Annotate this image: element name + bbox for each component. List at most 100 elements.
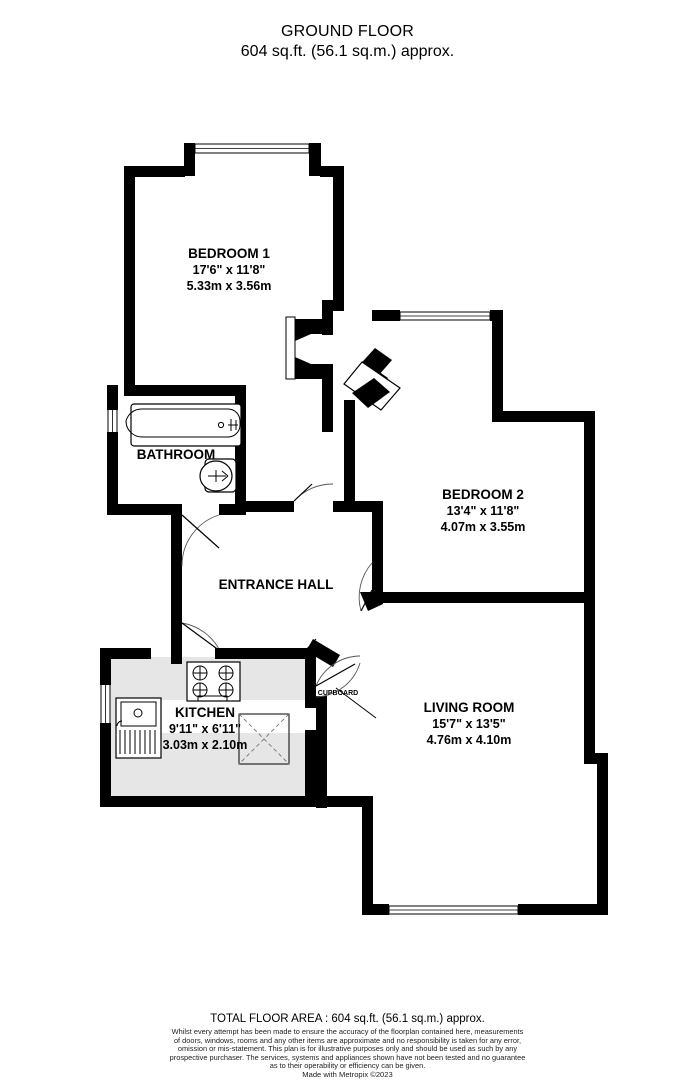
total-floor-area: TOTAL FLOOR AREA : 604 sq.ft. (56.1 sq.m… bbox=[210, 1013, 485, 1025]
wall-hall-top-left bbox=[246, 501, 294, 512]
wall-bed1-right-lower-c bbox=[322, 389, 333, 432]
wall-hall-right-upper bbox=[372, 501, 383, 598]
bathtub-inner bbox=[125, 408, 241, 438]
wall-living-left-lower bbox=[362, 796, 373, 915]
bathtub-outline bbox=[130, 403, 242, 447]
wall-living-bottom-left bbox=[362, 904, 389, 915]
label-living-room-metric: 4.76m x 4.10m bbox=[427, 733, 512, 747]
wall-kitchen-top-right bbox=[215, 648, 305, 659]
hob-burner-cross-icons bbox=[193, 666, 233, 697]
door-swing-hall-top bbox=[293, 483, 334, 502]
kitchen-sink-plug-icon bbox=[133, 708, 143, 718]
kitchen-draining-board-icon bbox=[119, 730, 156, 754]
wall-kitchen-left-b bbox=[100, 671, 111, 685]
door-swing-kitchen bbox=[181, 622, 221, 652]
wall-bath-left-top bbox=[107, 385, 118, 397]
door-swing-living-room bbox=[315, 662, 361, 698]
wall-living-right-upper bbox=[584, 592, 595, 764]
wall-bed1-bay-right bbox=[309, 155, 321, 176]
wall-bed1-bottom bbox=[124, 385, 246, 396]
label-bedroom2-imperial: 13'4" x 11'8" bbox=[447, 504, 520, 518]
wall-bath-bottom-right bbox=[219, 504, 246, 515]
wall-kitchen-left-a bbox=[100, 648, 111, 672]
wall-bed1-bay-left bbox=[184, 155, 195, 176]
wall-bed1-top-right-run bbox=[320, 166, 344, 177]
wall-kitchen-bottom bbox=[100, 796, 316, 807]
credit-line: Made with Metropix ©2023 bbox=[302, 1070, 393, 1079]
wall-living-right-jog bbox=[584, 753, 608, 764]
wall-bed2-bottom bbox=[372, 592, 595, 603]
wall-bed1-top-left-stub bbox=[184, 143, 195, 155]
wall-bath-left-b bbox=[107, 432, 118, 515]
wall-bed2-left bbox=[344, 400, 355, 501]
disclaimer-line-2: of doors, windows, rooms and any other i… bbox=[173, 1035, 522, 1045]
wall-bed1-top-right-stub bbox=[309, 143, 321, 155]
plan-header: GROUND FLOOR 604 sq.ft. (56.1 sq.m.) app… bbox=[0, 22, 695, 62]
kitchen-sink-unit bbox=[115, 697, 162, 759]
wall-bed1-left bbox=[124, 166, 135, 396]
wall-bed2-right-outer bbox=[584, 411, 595, 600]
toilet-detail-icon bbox=[208, 470, 229, 482]
hob-control-panel bbox=[197, 695, 228, 702]
label-kitchen-name: KITCHEN bbox=[175, 705, 235, 720]
kitchen-tap-icon bbox=[116, 720, 123, 727]
label-bedroom2-name: BEDROOM 2 bbox=[442, 487, 524, 502]
hall-living-connector bbox=[304, 638, 317, 652]
wall-bed1-right-lower-a bbox=[322, 300, 333, 335]
kitchen-sink-basin bbox=[120, 701, 157, 727]
cupboard-leader-line bbox=[335, 687, 377, 719]
label-kitchen: KITCHEN 9'11" x 6'11" 3.03m x 2.10m bbox=[163, 705, 248, 752]
label-bedroom1-name: BEDROOM 1 bbox=[188, 246, 270, 261]
wall-bed2-jog-horizontal bbox=[492, 411, 595, 422]
wall-bath-left-a bbox=[107, 396, 118, 410]
wall-kitchen-right-lower bbox=[305, 730, 316, 802]
wall-living-bottom-right bbox=[518, 904, 608, 915]
bathtub-tap-icon bbox=[228, 419, 238, 431]
door-swing-bathroom bbox=[181, 514, 220, 567]
label-bedroom2: BEDROOM 2 13'4" x 11'8" 4.07m x 3.55m bbox=[441, 487, 526, 534]
door-leaf-hall-top bbox=[293, 483, 313, 502]
label-bedroom2-metric: 4.07m x 3.55m bbox=[441, 520, 526, 534]
wall-living-bottom-left-jog bbox=[316, 796, 373, 807]
page-subtitle: 604 sq.ft. (56.1 sq.m.) approx. bbox=[240, 43, 455, 60]
wall-cupboard-left bbox=[305, 648, 316, 686]
label-cupboard: CUPBOARD bbox=[318, 690, 358, 697]
label-bathroom: BATHROOM bbox=[137, 447, 216, 462]
kitchen-appliance-dash-icon bbox=[238, 713, 290, 765]
disclaimer-line-1: Whilst every attempt has been made to en… bbox=[171, 1027, 524, 1036]
wall-living-left-upper bbox=[316, 696, 327, 808]
wall-hall-top-right bbox=[333, 501, 383, 512]
door-swing-cupboard bbox=[315, 655, 361, 687]
wall-bed2-right-upper bbox=[492, 310, 503, 422]
wall-bath-right bbox=[235, 385, 246, 512]
door-swing-bedroom2 bbox=[358, 562, 373, 612]
label-kitchen-metric: 3.03m x 2.10m bbox=[163, 738, 248, 752]
label-living-room-imperial: 15'7" x 13'5" bbox=[432, 717, 505, 731]
label-kitchen-imperial: 9'11" x 6'11" bbox=[169, 722, 241, 736]
wall-kitchen-left-c bbox=[100, 723, 111, 807]
kitchen-appliance bbox=[238, 713, 290, 765]
wall-living-right-outer bbox=[597, 753, 608, 915]
label-bedroom1-metric: 5.33m x 3.56m bbox=[187, 279, 272, 293]
disclaimer-line-3: omission or mis-statement. This plan is … bbox=[177, 1044, 518, 1054]
label-living-room: LIVING ROOM 15'7" x 13'5" 4.76m x 4.10m bbox=[424, 700, 515, 747]
wall-bath-bottom-left bbox=[107, 504, 171, 515]
disclaimer-line-5: as to their operability or efficiency ca… bbox=[269, 1061, 426, 1071]
bathtub-plug-icon bbox=[217, 421, 225, 429]
kitchen-floor-notch bbox=[158, 700, 305, 733]
doorframe-bed1-right bbox=[285, 316, 296, 380]
wall-cupboard-diagonal bbox=[306, 639, 340, 667]
wall-bed1-right-lower-b bbox=[322, 364, 333, 400]
label-bedroom1: BEDROOM 1 17'6" x 11'8" 5.33m x 3.56m bbox=[187, 246, 272, 293]
door-leaf-cupboard bbox=[315, 663, 356, 687]
wall-bed2-top-left bbox=[372, 310, 400, 321]
disclaimer: Whilst every attempt has been made to en… bbox=[0, 1027, 695, 1071]
wall-bed1-top-left-run bbox=[124, 166, 185, 177]
wall-bed2-bay-diagonal-c bbox=[352, 378, 390, 408]
door-leaf-kitchen bbox=[181, 622, 221, 652]
label-bedroom1-imperial: 17'6" x 11'8" bbox=[193, 263, 266, 277]
label-living-room-name: LIVING ROOM bbox=[424, 700, 515, 715]
door-leaf-bathroom bbox=[181, 514, 220, 549]
